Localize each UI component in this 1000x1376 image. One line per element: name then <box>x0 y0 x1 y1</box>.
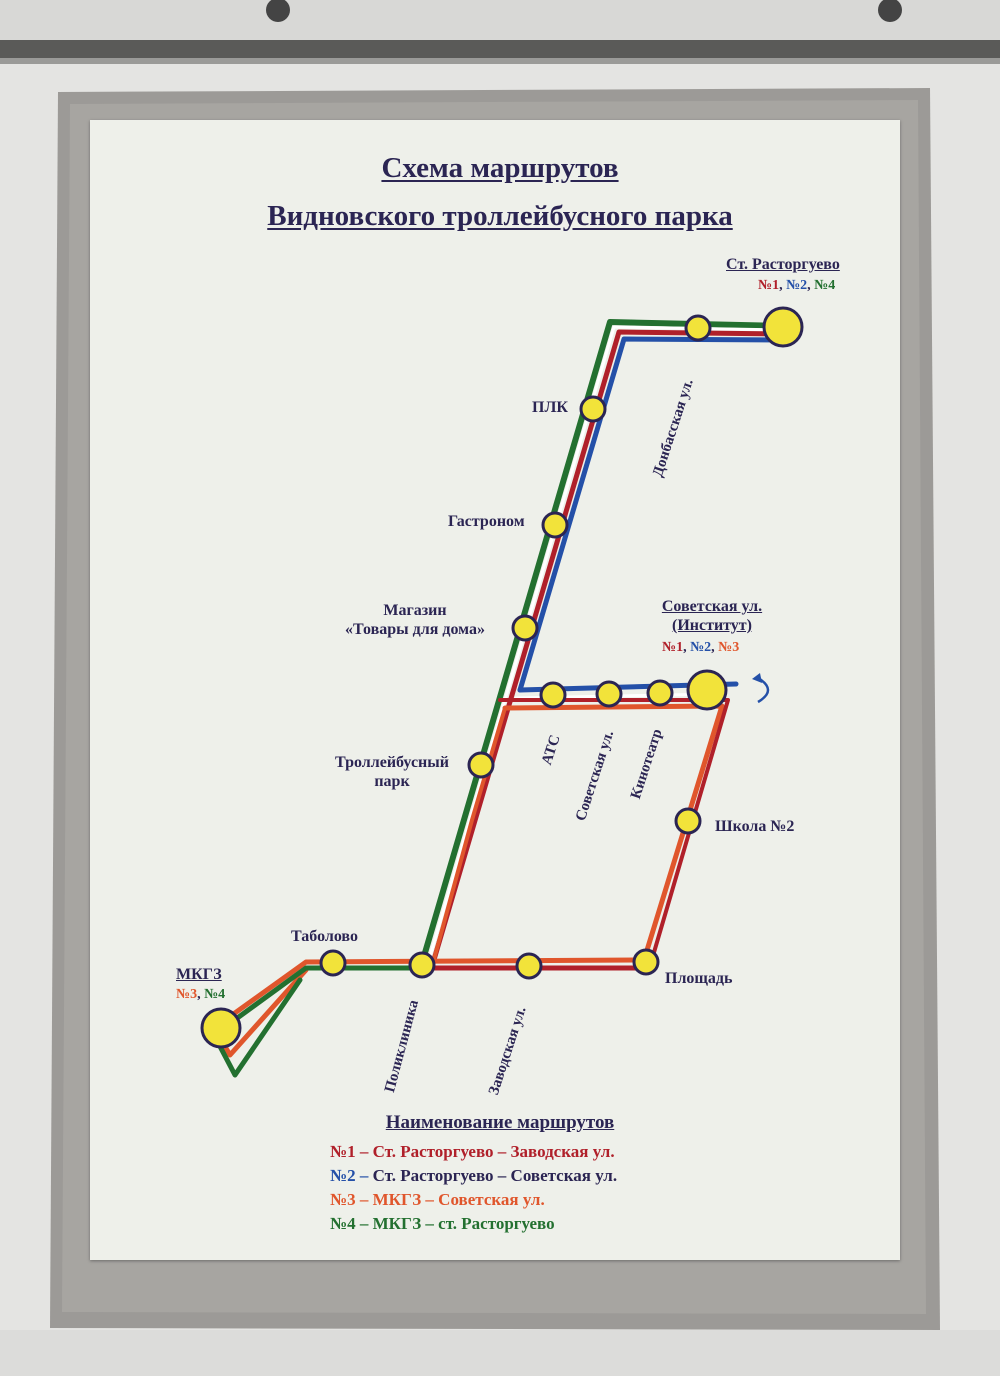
stop-circle-rastorguevo <box>762 306 804 348</box>
stop-circle-plk <box>579 395 607 423</box>
route-3-trunk-line <box>431 706 507 965</box>
stop-circle-zavodskaya <box>515 952 543 980</box>
terminal-rastorguevo-name: Ст. Расторгуево <box>726 256 840 273</box>
stop-circle-park <box>467 751 495 779</box>
stop-tabolovo: Таболово <box>291 928 358 945</box>
stop-park-line1: Троллейбусный <box>335 754 449 771</box>
route-1-line <box>430 329 787 966</box>
legend-item-1: №1 – Ст. Расторгуево – Заводская ул. <box>330 1142 615 1161</box>
terminal-sovetskaya-name: Советская ул. <box>661 598 763 615</box>
terminal-sovetskaya-routes: №1, №2, №3 <box>662 640 740 655</box>
screw-left-icon <box>266 0 290 22</box>
stop-gastronom: Гастроном <box>448 513 525 530</box>
route-4-line <box>419 319 787 966</box>
route-number: №3 <box>176 987 198 1002</box>
route-number: №2 <box>786 278 808 293</box>
route-number: №4 <box>814 278 836 293</box>
stop-magazin: Магазин «Товары для дома» <box>325 601 505 639</box>
stop-circle-magazin <box>511 614 539 642</box>
stop-circle-mkgz <box>200 1007 242 1049</box>
stop-circle-gastronom <box>541 511 569 539</box>
stop-shkola: Школа №2 <box>715 818 795 835</box>
stop-circle-poliklinika <box>408 951 436 979</box>
route-number: №4 <box>204 987 226 1002</box>
legend-title: Наименование маршрутов <box>385 1112 615 1133</box>
stop-circle-sovetskaya-terminal <box>686 669 728 711</box>
poster <box>90 120 900 1260</box>
terminal-sovetskaya-sub: (Институт) <box>671 617 752 634</box>
route-number: №1 <box>758 278 780 293</box>
route-3-line <box>211 703 725 1058</box>
screw-right-icon <box>878 0 902 22</box>
stop-ploshchad: Площадь <box>665 970 733 987</box>
stop-circle-ats <box>539 681 567 709</box>
terminal-sovetskaya: Советская ул. (Институт) <box>642 597 782 635</box>
stop-circle-shkola <box>674 807 702 835</box>
poster-subtitle: Видновского троллейбусного парка <box>267 200 733 232</box>
poster-title: Схема маршрутов <box>381 152 619 184</box>
stop-magazin-line2: «Товары для дома» <box>345 621 485 638</box>
stop-circle-kinoteatr <box>646 679 674 707</box>
route-separator-line <box>426 325 786 965</box>
stop-circle-ploshchad <box>632 948 660 976</box>
legend-item-4: №4 – МКГЗ – ст. Расторгуево <box>330 1214 555 1233</box>
route-number: №2 <box>690 640 712 655</box>
terminal-rastorguevo: Ст. Расторгуево <box>726 255 840 274</box>
stop-circle-sovetskaya-st <box>595 680 623 708</box>
stop-trolleybus-park: Троллейбусный парк <box>312 753 472 791</box>
terminal-mkgz-name: МКГЗ <box>176 966 222 983</box>
legend-item-3: №3 – МКГЗ – Советская ул. <box>330 1190 545 1209</box>
terminal-mkgz: МКГЗ <box>176 965 222 984</box>
stop-magazin-line1: Магазин <box>383 602 447 619</box>
terminal-mkgz-routes: №3, №4 <box>176 987 226 1002</box>
stop-plk: ПЛК <box>532 399 568 416</box>
stop-circle-donbasskaya <box>684 314 712 342</box>
legend-item-2: №2 – Ст. Расторгуево – Советская ул. <box>330 1166 618 1185</box>
route-number: №1 <box>662 640 684 655</box>
route-2-line <box>517 336 787 693</box>
stop-circle-tabolovo <box>319 949 347 977</box>
route-1-loop-line <box>498 698 730 968</box>
terminal-rastorguevo-routes: №1, №2, №4 <box>758 278 836 293</box>
route-number: №3 <box>718 640 740 655</box>
stop-park-line2: парк <box>374 773 410 790</box>
